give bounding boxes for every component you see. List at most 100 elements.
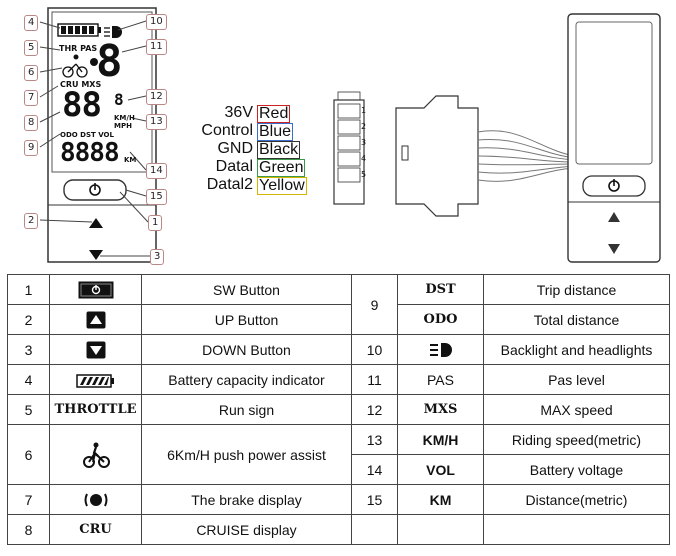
lcd-speed-digits: 88 bbox=[62, 85, 102, 125]
wire-signal-4: Datal bbox=[215, 158, 253, 175]
brake-icon bbox=[84, 493, 107, 507]
wire-signal-1: 36V bbox=[224, 104, 253, 121]
up-button-icon bbox=[86, 311, 105, 329]
row-symbol bbox=[397, 334, 484, 365]
down-button[interactable] bbox=[89, 250, 103, 260]
callout-9: 9 bbox=[24, 140, 39, 156]
wire-color-4: Green bbox=[257, 159, 306, 177]
row-number: 2 bbox=[7, 304, 50, 335]
lcd-distance-digits: 8888 bbox=[60, 138, 120, 168]
callout-12: 12 bbox=[146, 89, 167, 105]
callout-14: 14 bbox=[146, 163, 167, 179]
row-symbol bbox=[49, 424, 142, 485]
row-description bbox=[483, 514, 670, 545]
lcd-mph: MPH bbox=[114, 122, 132, 130]
row-number bbox=[351, 514, 398, 545]
callout-11: 11 bbox=[146, 39, 167, 55]
row-description: 6Km/H push power assist bbox=[141, 424, 352, 485]
row-number: 7 bbox=[7, 484, 50, 515]
row-symbol bbox=[49, 274, 142, 305]
row-description: Run sign bbox=[141, 394, 352, 425]
callout-13: 13 bbox=[146, 114, 167, 130]
wire-signal-2: Control bbox=[201, 122, 253, 139]
row-description: MAX speed bbox=[483, 394, 670, 425]
lcd-kmh: KM/H bbox=[114, 114, 135, 122]
row-symbol bbox=[49, 484, 142, 515]
lcd-thr-pas: THR PAS bbox=[59, 44, 98, 53]
down-button-icon bbox=[86, 341, 105, 359]
walk-assist-icon bbox=[82, 442, 110, 468]
pin-3: 3 bbox=[361, 138, 367, 147]
row-number: 6 bbox=[7, 424, 50, 485]
pin-2: 2 bbox=[361, 122, 367, 131]
lcd-screen bbox=[51, 11, 153, 173]
wire-color-5: Yellow bbox=[257, 177, 307, 195]
row-number: 3 bbox=[7, 334, 50, 365]
row-description: Battery capacity indicator bbox=[141, 364, 352, 395]
lcd-cru-mxs: CRU MXS bbox=[60, 80, 102, 89]
row-description: UP Button bbox=[141, 304, 352, 335]
row-symbol bbox=[49, 334, 142, 365]
row-symbol bbox=[49, 304, 142, 335]
row-symbol: PAS bbox=[397, 364, 484, 395]
wire-color-3: Black bbox=[257, 141, 301, 159]
row-number: 9 bbox=[351, 274, 398, 335]
row-number: 1 bbox=[7, 274, 50, 305]
pin-1: 1 bbox=[361, 106, 367, 115]
row-symbol: KM/H bbox=[397, 424, 484, 455]
row-description: Trip distance bbox=[483, 274, 670, 305]
callout-1: 1 bbox=[148, 215, 163, 231]
wiring-diagram: THR PAS 8 CRU MXS 88 8 KM/H MPH ODO DST … bbox=[0, 0, 676, 268]
row-description: Pas level bbox=[483, 364, 670, 395]
callout-7: 7 bbox=[24, 90, 39, 106]
row-number: 5 bbox=[7, 394, 50, 425]
row-number: 11 bbox=[351, 364, 398, 395]
diagram-lines bbox=[39, 7, 661, 263]
row-number: 15 bbox=[351, 484, 398, 515]
row-symbol bbox=[49, 364, 142, 395]
row-description: Distance(metric) bbox=[483, 484, 670, 515]
callout-2: 2 bbox=[24, 213, 39, 229]
callout-5: 5 bbox=[24, 40, 39, 56]
row-symbol: ODO bbox=[397, 304, 484, 335]
pin-5: 5 bbox=[361, 170, 367, 179]
wire-color-1: Red bbox=[257, 105, 291, 123]
callout-10: 10 bbox=[146, 14, 167, 30]
power-button-icon bbox=[78, 281, 113, 299]
row-number: 8 bbox=[7, 514, 50, 545]
up-button[interactable] bbox=[89, 218, 103, 228]
row-symbol: KM bbox=[397, 484, 484, 515]
callout-6: 6 bbox=[24, 65, 39, 81]
row-symbol: VOL bbox=[397, 454, 484, 485]
row-number: 12 bbox=[351, 394, 398, 425]
lcd-odo-dst-vol: ODO DST VOL bbox=[60, 131, 114, 139]
headlight-icon bbox=[429, 342, 452, 357]
row-description: Battery voltage bbox=[483, 454, 670, 485]
row-symbol: CRU bbox=[49, 514, 142, 545]
callout-3: 3 bbox=[150, 249, 165, 265]
row-description: Riding speed(metric) bbox=[483, 424, 670, 455]
lcd-speed-decimal: 8 bbox=[114, 90, 124, 109]
row-description: Total distance bbox=[483, 304, 670, 335]
lcd-pas-digit: 8 bbox=[96, 36, 122, 87]
row-description: SW Button bbox=[141, 274, 352, 305]
callout-15: 15 bbox=[146, 189, 167, 205]
lcd-km: KM bbox=[124, 156, 137, 164]
wire-signal-5: Datal2 bbox=[206, 176, 253, 193]
row-number: 4 bbox=[7, 364, 50, 395]
callout-8: 8 bbox=[24, 115, 39, 131]
row-symbol: THROTTLE bbox=[49, 394, 142, 425]
callout-4: 4 bbox=[24, 15, 39, 31]
row-symbol: DST bbox=[397, 274, 484, 305]
row-number: 14 bbox=[351, 454, 398, 485]
row-description: The brake display bbox=[141, 484, 352, 515]
row-symbol bbox=[397, 514, 484, 545]
row-number: 10 bbox=[351, 334, 398, 365]
